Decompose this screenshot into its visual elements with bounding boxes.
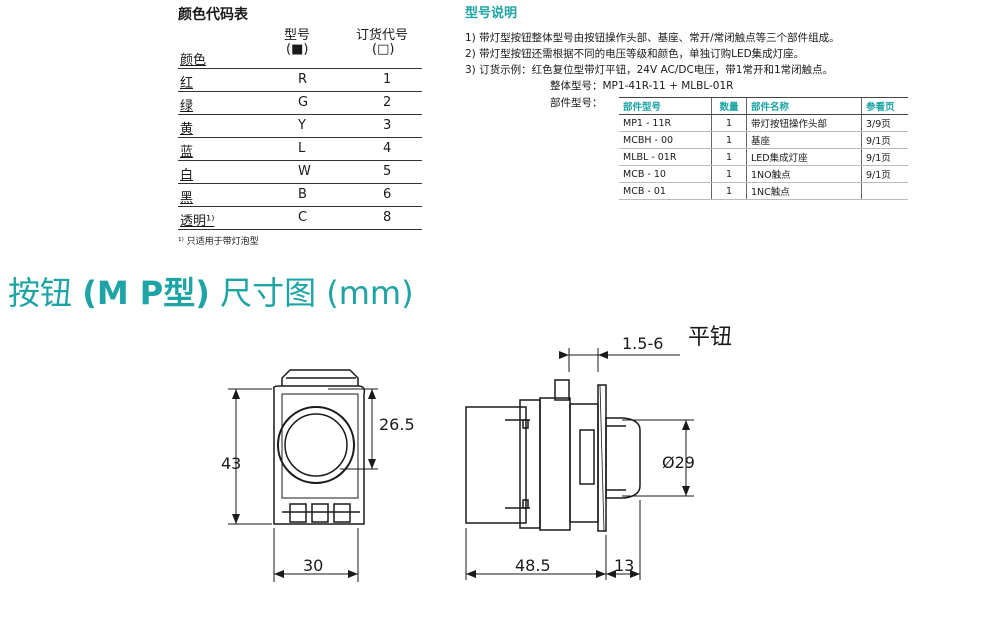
parts-cell-model: MLBL - 01R: [619, 148, 712, 166]
model-explain-title: 型号说明: [465, 6, 518, 21]
parts-cell-model: MCB - 01: [619, 182, 712, 200]
cell-order: 4: [383, 141, 392, 156]
front-dims: [228, 388, 378, 582]
table-row: 绿 G 2: [178, 91, 422, 115]
parts-cell-name: 基座: [746, 131, 862, 149]
parts-cell-name: 1NC触点: [746, 182, 862, 200]
table-header-row: 颜色: [178, 45, 422, 69]
front-view: [272, 369, 366, 525]
explain-line-2: 2) 带灯型按钮还需根据不同的电压等级和颜色，单独订购LED集成灯座。: [465, 48, 805, 60]
explain-line-5: 部件型号：: [550, 97, 603, 109]
table-row: 黑 B 6: [178, 183, 422, 207]
parts-cell-name: LED集成灯座: [746, 148, 862, 166]
parts-col-name: 部件名称: [746, 97, 862, 115]
color-table-title: 颜色代码表: [178, 7, 248, 23]
cell-model: W: [298, 164, 311, 179]
order-subheader: (□): [372, 42, 395, 57]
parts-cell-qty: 1: [711, 148, 747, 166]
parts-cell-qty: 1: [711, 165, 747, 183]
dim-diameter: Ø29: [662, 453, 695, 472]
table-row: 黄 Y 3: [178, 114, 422, 138]
dim-upper: 26.5: [379, 415, 415, 434]
parts-col-page: 参看页: [861, 97, 908, 115]
explain-line-3: 3) 订货示例：红色复位型带灯平钮，24V AC/DC电压，带1常开和1常闭触点…: [465, 64, 834, 76]
cell-order: 6: [383, 187, 392, 202]
cell-order: 3: [383, 118, 392, 133]
parts-cell-name: 带灯按钮操作头部: [746, 114, 862, 132]
model-header: 型号: [284, 28, 311, 43]
cell-model: G: [298, 95, 309, 110]
cell-model: C: [298, 210, 308, 225]
parts-cell-model: MP1 - 11R: [619, 114, 712, 132]
cell-order: 2: [383, 95, 392, 110]
dim-width: 30: [303, 556, 324, 575]
parts-cell-page: 3/9页: [861, 114, 908, 132]
table-row: 透明¹⁾ C 8: [178, 206, 422, 230]
cell-model: B: [298, 187, 307, 202]
parts-col-model: 部件型号: [619, 97, 712, 115]
order-header: 订货代号: [356, 28, 409, 43]
parts-cell-page: 9/1页: [861, 131, 908, 149]
dim-head: 13: [614, 556, 635, 575]
cell-color: 透明¹⁾: [180, 214, 215, 229]
page-title: 按钮 (M P型) 尺寸图 (mm): [8, 268, 414, 314]
arrowheads: [232, 351, 690, 578]
cell-color: 白: [180, 168, 194, 183]
title-part-2: (M P型): [82, 274, 210, 312]
dim-depth: 48.5: [515, 556, 551, 575]
type-label: 平钮: [688, 325, 733, 350]
side-view: [465, 379, 641, 532]
explain-line-4: 整体型号：MP1-41R-11 + MLBL-01R: [550, 80, 734, 92]
cell-model: R: [298, 72, 308, 87]
cell-order: 8: [383, 210, 392, 225]
cell-color: 黄: [180, 122, 194, 137]
parts-cell-page: 9/1页: [861, 148, 908, 166]
title-part-1: 按钮: [8, 274, 83, 312]
parts-cell-model: MCBH - 00: [619, 131, 712, 149]
table-row: 白 W 5: [178, 160, 422, 184]
parts-col-qty: 数量: [711, 97, 747, 115]
dim-thread: 1.5-6: [622, 334, 664, 353]
cell-color: 绿: [180, 99, 194, 114]
parts-cell-page: [861, 182, 908, 200]
table-footnote: ¹⁾ 只适用于带灯泡型: [178, 237, 259, 247]
table-row: 红 R 1: [178, 68, 422, 92]
explain-line-1: 1) 带灯型按钮整体型号由按钮操作头部、基座、常开/常闭触点等三个部件组成。: [465, 32, 840, 44]
color-header: 颜色: [180, 53, 207, 68]
parts-cell-qty: 1: [711, 131, 747, 149]
cell-model: L: [298, 141, 306, 156]
cell-order: 5: [383, 164, 392, 179]
parts-cell-page: 9/1页: [861, 165, 908, 183]
title-part-3: 尺寸图 (mm): [209, 274, 414, 312]
table-row: 蓝 L 4: [178, 137, 422, 161]
cell-color: 红: [180, 76, 194, 91]
cell-color: 蓝: [180, 145, 194, 160]
parts-cell-qty: 1: [711, 114, 747, 132]
dim-height: 43: [221, 454, 242, 473]
cell-order: 1: [383, 72, 392, 87]
model-subheader: (■): [286, 42, 309, 57]
parts-cell-qty: 1: [711, 182, 747, 200]
cell-model: Y: [298, 118, 306, 133]
parts-cell-name: 1NO触点: [746, 165, 862, 183]
cell-color: 黑: [180, 191, 194, 206]
parts-cell-model: MCB - 10: [619, 165, 712, 183]
